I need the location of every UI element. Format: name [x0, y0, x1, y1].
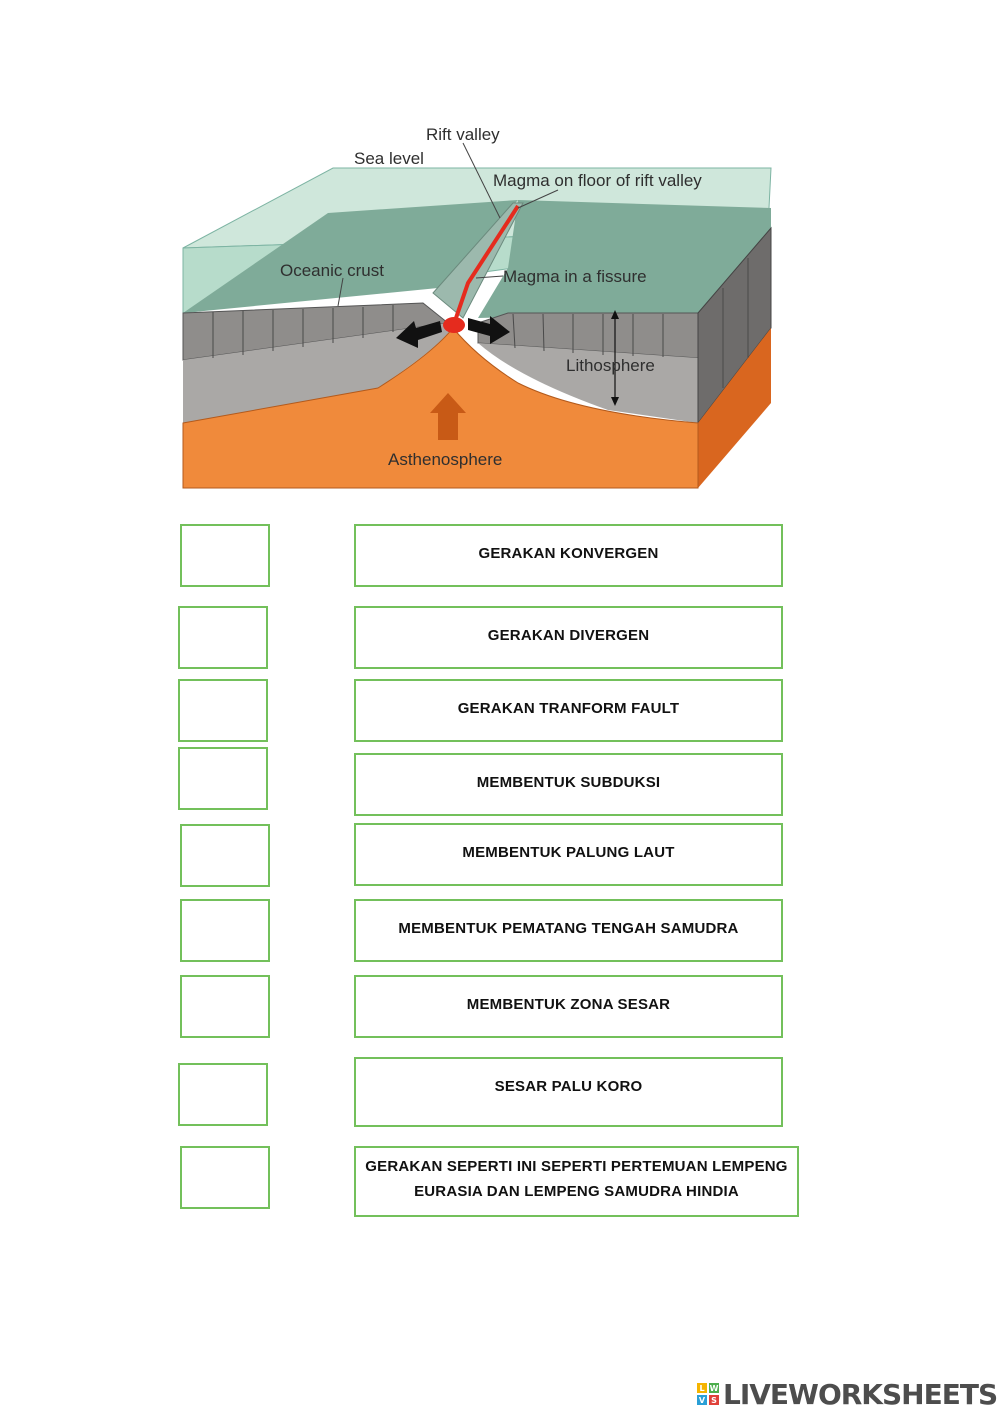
lithosphere-lower-right [478, 343, 698, 423]
statement-9: GERAKAN SEPERTI INI SEPERTI PERTEMUAN LE… [354, 1146, 799, 1217]
right-side-astheno [698, 328, 771, 488]
statement-text: GERAKAN TRANFORM FAULT [457, 700, 680, 717]
magma-fissure [454, 204, 520, 319]
statement-text: GERAKAN KONVERGEN [478, 545, 659, 562]
logo-grid-icon: L W V S [697, 1383, 719, 1405]
answer-box-5[interactable] [180, 824, 270, 887]
answer-box-7[interactable] [180, 975, 270, 1038]
label-asthenosphere: Asthenosphere [388, 450, 502, 469]
oceanic-crust-left [183, 200, 518, 313]
statement-2: GERAKAN DIVERGEN [354, 606, 783, 669]
statement-text: MEMBENTUK PEMATANG TENGAH SAMUDRA [398, 920, 739, 937]
mid-ocean-ridge-diagram: Rift valley Sea level Magma on floor of … [182, 125, 772, 489]
logo-cell-v: V [697, 1395, 707, 1405]
leader-magma-floor [517, 189, 559, 209]
answer-box-6[interactable] [180, 899, 270, 962]
logo-cell-w: W [709, 1383, 719, 1393]
statement-text-line-2: EURASIA DAN LEMPENG SAMUDRA HINDIA [414, 1183, 739, 1200]
logo-cell-l: L [697, 1383, 707, 1393]
label-magma-fissure: Magma in a fissure [503, 267, 647, 286]
magma-chamber [443, 317, 465, 333]
arrowhead-up-icon [611, 310, 619, 319]
leader-fissure [475, 275, 504, 279]
logo-text: LIVEWORKSHEETS [723, 1377, 998, 1411]
logo-cell-s: S [709, 1395, 719, 1405]
answer-box-1[interactable] [180, 524, 270, 587]
statement-6: MEMBENTUK PEMATANG TENGAH SAMUDRA [354, 899, 783, 962]
statement-text: MEMBENTUK SUBDUKSI [476, 774, 661, 791]
answer-box-9[interactable] [180, 1146, 270, 1209]
answer-box-8[interactable] [178, 1063, 268, 1126]
statement-text: MEMBENTUK PALUNG LAUT [462, 844, 675, 861]
liveworksheets-logo: L W V S LIVEWORKSHEETS [697, 1377, 998, 1411]
arrow-up-icon [430, 393, 466, 440]
answer-box-2[interactable] [178, 606, 268, 669]
statement-7: MEMBENTUK ZONA SESAR [354, 975, 783, 1038]
label-oceanic-crust: Oceanic crust [280, 261, 384, 280]
statement-8: SESAR PALU KORO [354, 1057, 783, 1127]
statement-3: GERAKAN TRANFORM FAULT [354, 679, 783, 742]
label-lithosphere: Lithosphere [566, 356, 655, 375]
arrowhead-down-icon [611, 397, 619, 406]
label-rift-valley: Rift valley [426, 125, 500, 144]
statement-text: SESAR PALU KORO [494, 1078, 643, 1095]
arrow-left-icon [396, 321, 442, 348]
label-sea-level: Sea level [354, 149, 424, 168]
leader-rift [462, 142, 501, 219]
statement-5: MEMBENTUK PALUNG LAUT [354, 823, 783, 886]
oceanic-crust-right [478, 200, 771, 318]
arrow-right-icon [468, 316, 510, 344]
lithosphere-lower [183, 323, 453, 423]
crust-segments [212, 258, 749, 388]
leader-crust [337, 277, 344, 307]
statement-text: GERAKAN DIVERGEN [487, 627, 650, 644]
answer-box-4[interactable] [178, 747, 268, 810]
statement-4: MEMBENTUK SUBDUKSI [354, 753, 783, 816]
label-magma-floor: Magma on floor of rift valley [493, 171, 702, 190]
statement-text-line-1: GERAKAN SEPERTI INI SEPERTI PERTEMUAN LE… [365, 1158, 788, 1175]
statement-text: MEMBENTUK ZONA SESAR [466, 996, 671, 1013]
answer-box-3[interactable] [178, 679, 268, 742]
statement-1: GERAKAN KONVERGEN [354, 524, 783, 587]
